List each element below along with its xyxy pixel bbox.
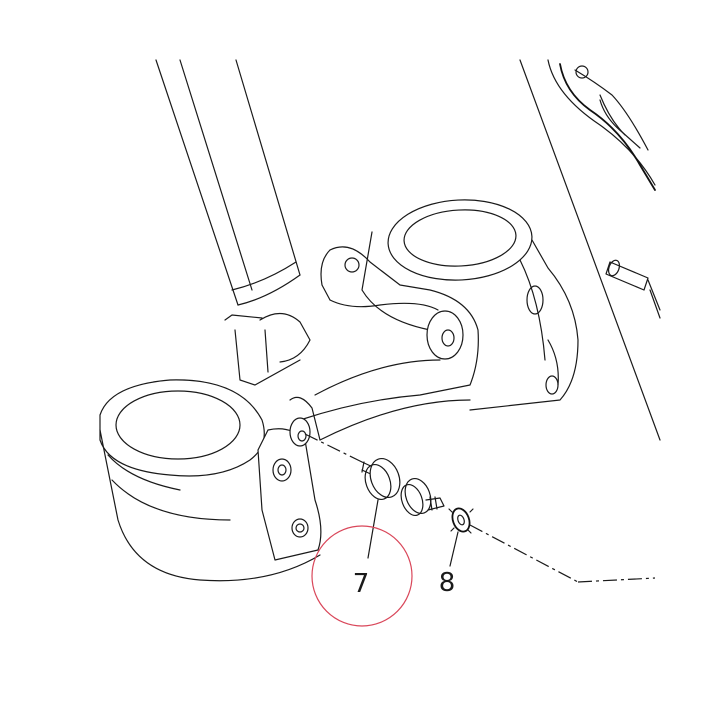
callout-8-label: 8 [439,568,456,598]
frame-bolt [605,259,661,319]
callout-7-label: 7 [353,569,370,599]
assembly-axis [304,433,656,583]
triple-clamp [99,199,579,582]
frame-section [519,59,661,441]
highlight-circle [311,525,413,627]
callout-leaders [367,499,459,567]
fork-tube [155,59,301,306]
part-7-grommet [361,458,445,517]
part-8-washer [448,507,474,534]
